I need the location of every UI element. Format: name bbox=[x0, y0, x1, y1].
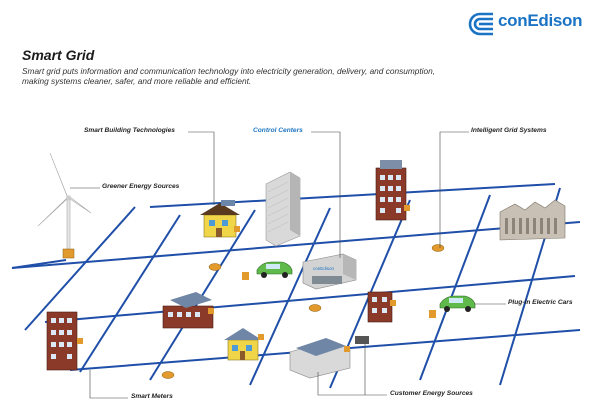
label-control-centers: Control Centers bbox=[253, 127, 303, 134]
page-subtitle: Smart grid puts information and communic… bbox=[22, 66, 436, 86]
brand-name: conEdison bbox=[498, 11, 583, 30]
plug-in-car-icon bbox=[429, 295, 476, 318]
smart-meter-icons bbox=[161, 244, 445, 379]
label-electric-cars: Plug-in Electric Cars bbox=[508, 299, 573, 306]
brick-building-icon bbox=[367, 291, 396, 323]
smart-building-house-icon bbox=[200, 200, 240, 238]
office-tower-icon bbox=[265, 171, 301, 247]
wind-turbine-icon bbox=[37, 152, 92, 259]
callout-lines bbox=[70, 131, 506, 399]
control-center-sign: conEdison bbox=[313, 266, 335, 271]
label-smart-meters: Smart Meters bbox=[131, 393, 173, 400]
control-center-building-icon bbox=[302, 253, 357, 290]
label-customer-energy: Customer Energy Sources bbox=[390, 390, 473, 397]
label-greener-energy: Greener Energy Sources bbox=[102, 183, 180, 190]
solar-brick-building-icon bbox=[162, 292, 214, 329]
factory-icon bbox=[499, 199, 566, 241]
label-intelligent-grid: Intelligent Grid Systems bbox=[471, 127, 547, 134]
apartment-building-icon bbox=[375, 160, 410, 221]
electric-car-icon bbox=[242, 261, 293, 280]
conedison-logo-icon bbox=[468, 12, 493, 36]
label-smart-building: Smart Building Technologies bbox=[84, 127, 175, 134]
tall-brick-building-icon bbox=[46, 311, 83, 371]
solar-warehouse-icon bbox=[289, 336, 369, 379]
page-title: Smart Grid bbox=[22, 47, 95, 63]
yellow-house-icon bbox=[224, 328, 264, 361]
